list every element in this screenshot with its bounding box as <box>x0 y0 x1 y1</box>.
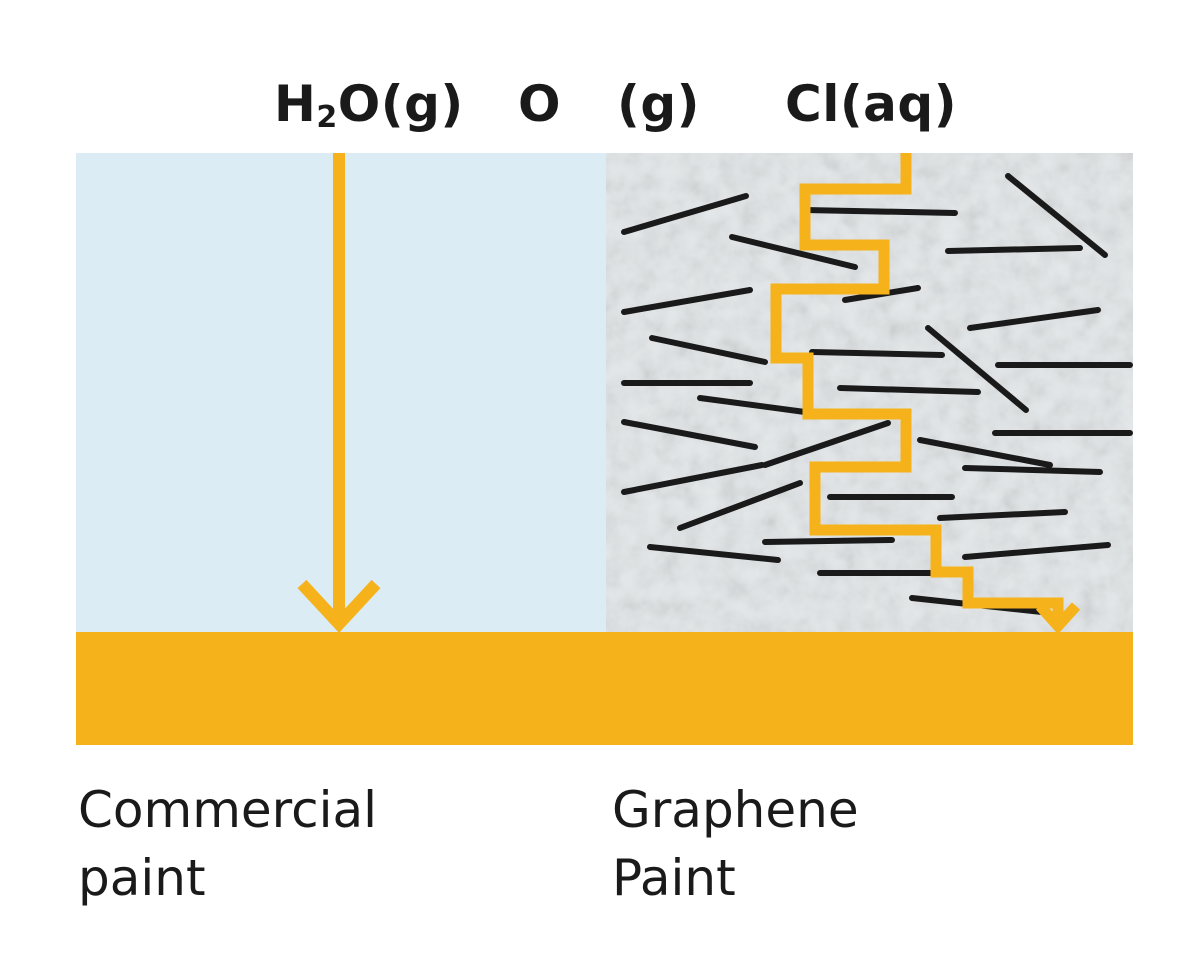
chloride-label: Cl(aq) <box>785 75 958 133</box>
caption-line: Commercial <box>78 781 378 839</box>
graphene-paint-caption: Graphene Paint <box>612 776 859 912</box>
graphene-flakes <box>621 173 1133 615</box>
caption-line: Graphene <box>612 781 859 839</box>
commercial-paint-caption: Commercial paint <box>78 776 377 912</box>
caption-line: Paint <box>612 849 736 907</box>
caption-line: paint <box>78 849 206 907</box>
oxygen-label: O(g) <box>518 75 701 133</box>
straight-diffusion-arrow <box>297 153 381 633</box>
tortuous-diffusion-arrow <box>770 153 1081 635</box>
metal-substrate <box>76 632 1133 745</box>
graphene-texture <box>606 153 1133 635</box>
water-vapor-label: H2O(g) <box>274 75 464 135</box>
